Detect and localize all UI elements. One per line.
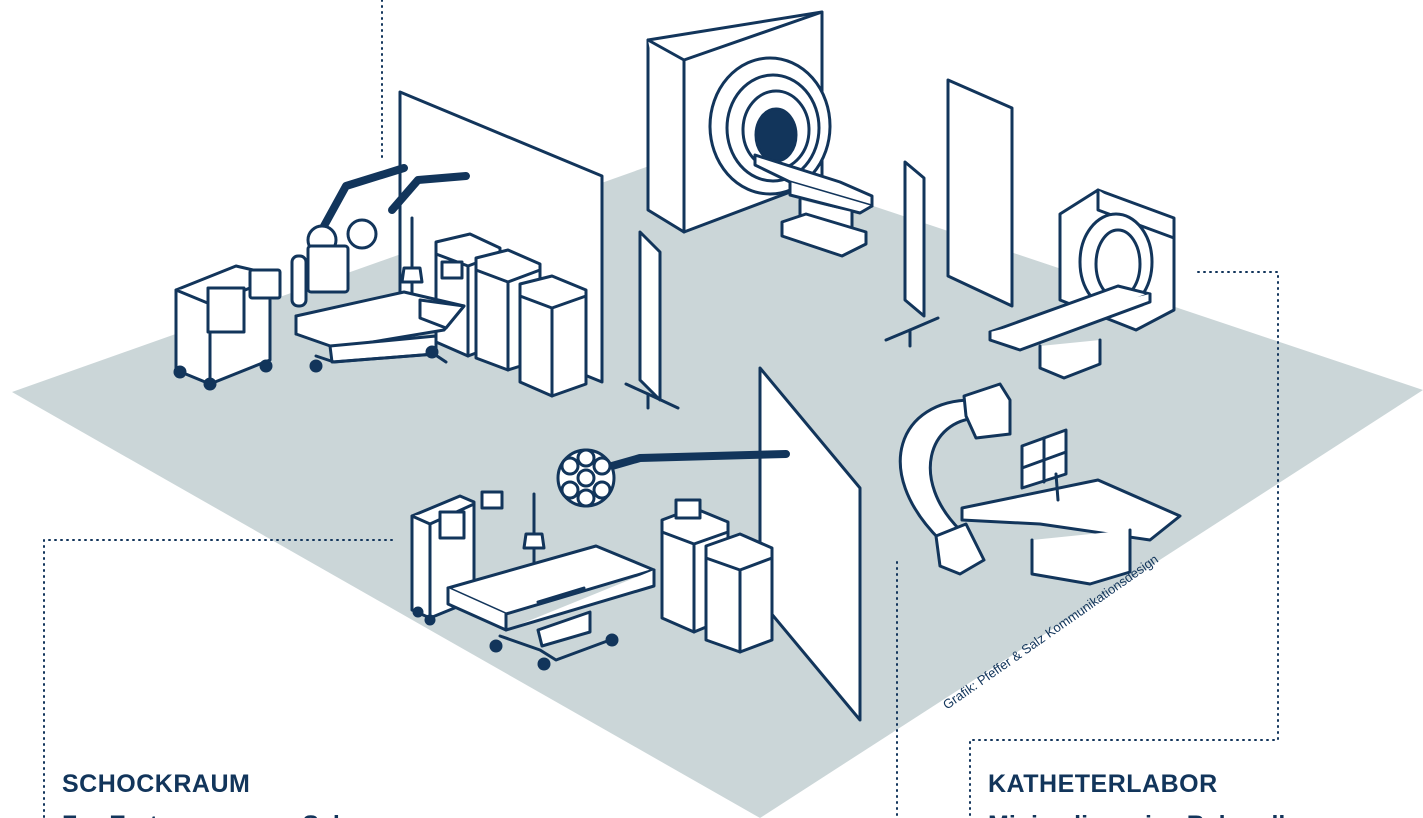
operating-station-lower xyxy=(410,448,790,671)
mri-scanner xyxy=(646,10,874,258)
screen-small-center xyxy=(903,160,926,318)
c-arm-angiography xyxy=(898,382,1182,586)
leader-schockraum xyxy=(43,539,393,818)
panel-right-tall xyxy=(946,78,1014,308)
schockraum-subtitle: Zur Erstversorgung Schwer xyxy=(62,808,391,818)
leader-ct-right xyxy=(969,271,1279,818)
screen-small-left xyxy=(638,230,662,402)
katheterlabor-title: KATHETERLABOR xyxy=(988,770,1218,798)
operating-station-upper xyxy=(173,164,588,398)
ct-scanner xyxy=(988,188,1176,380)
leader-lines xyxy=(43,0,1279,818)
schockraum-title: SCHOCKRAUM xyxy=(62,770,251,798)
floor-plane xyxy=(12,148,1423,818)
katheterlabor-subtitle: Minimalinvasive Behandlung xyxy=(988,808,1331,818)
